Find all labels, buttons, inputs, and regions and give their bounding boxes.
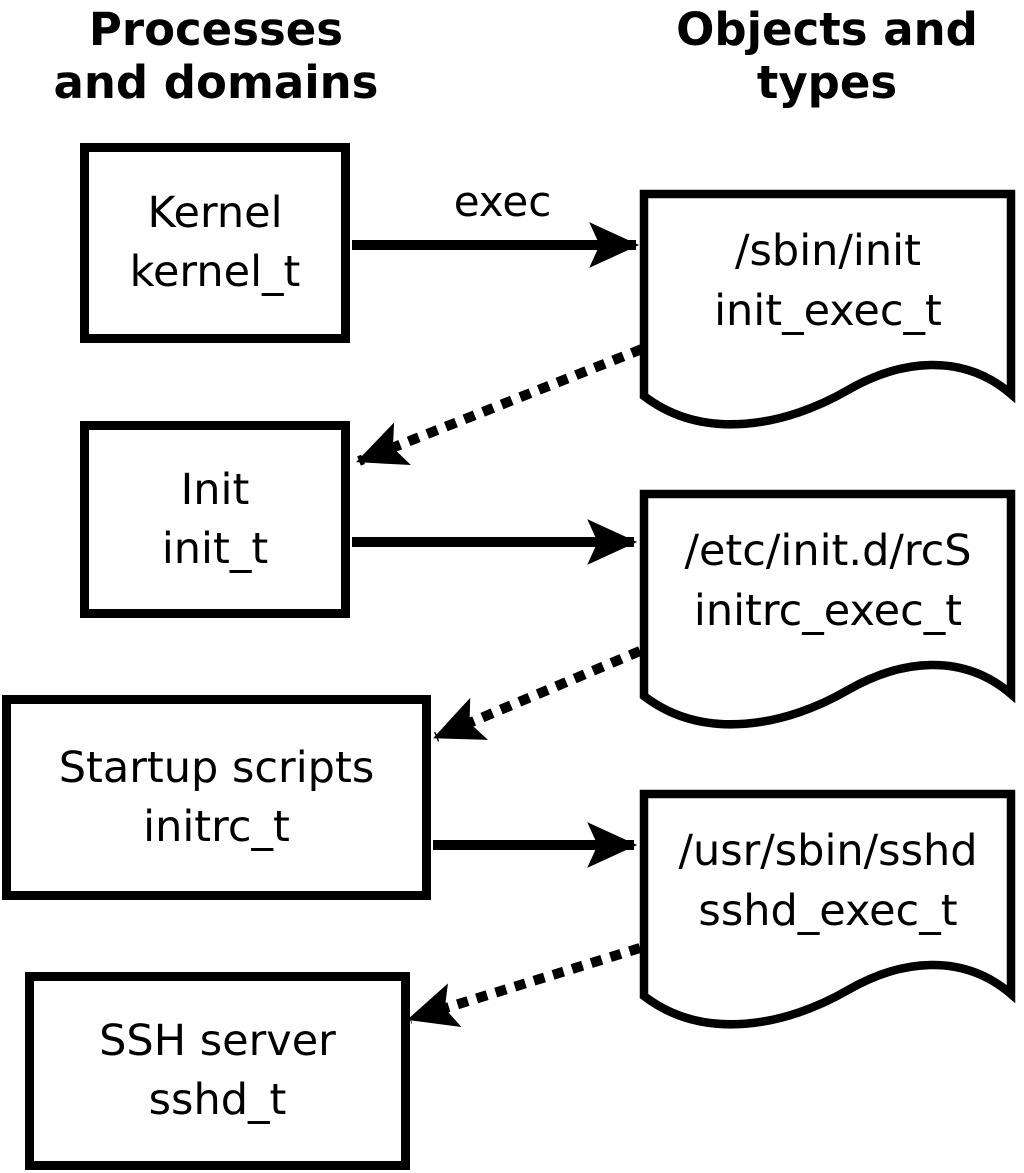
object-type: init_exec_t [714, 286, 942, 336]
process-box-kernel: Kernel kernel_t [80, 143, 350, 343]
process-box-init: Init init_t [80, 421, 350, 618]
transition-arrow-sbin-init-to-init-t [356, 344, 644, 466]
header-right-line1: Objects and [676, 3, 978, 56]
object-type: initrc_exec_t [693, 586, 963, 636]
object-label-sbin-init: /sbin/init init_exec_t [648, 221, 1008, 341]
object-label-etc-initd-rcs: /etc/init.d/rcS initrc_exec_t [648, 521, 1008, 641]
process-box-startup-scripts: Startup scripts initrc_t [2, 695, 431, 900]
transition-arrow-sshd-to-sshd-t [407, 943, 642, 1028]
process-domain: kernel_t [129, 247, 301, 297]
process-domain: initrc_t [143, 801, 290, 852]
process-box-ssh-server: SSH server sshd_t [25, 972, 410, 1170]
object-path: /usr/sbin/sshd [678, 826, 978, 876]
column-header-processes: Processes and domains [0, 3, 432, 109]
column-header-objects: Objects and types [620, 3, 1024, 109]
transition-arrow-rcs-to-initrc-t [433, 646, 642, 742]
process-domain: sshd_t [148, 1075, 287, 1125]
process-name: Init [180, 464, 250, 515]
header-left-line1: Processes [88, 3, 344, 56]
process-domain: init_t [161, 523, 269, 574]
process-name: SSH server [99, 1016, 336, 1066]
exec-arrow-label: exec [453, 177, 552, 226]
process-name: Startup scripts [58, 742, 375, 793]
object-label-usr-sbin-sshd: /usr/sbin/sshd sshd_exec_t [648, 821, 1008, 941]
object-type: sshd_exec_t [698, 886, 958, 936]
header-left-line2: and domains [53, 56, 379, 109]
process-name: Kernel [147, 188, 283, 238]
object-path: /etc/init.d/rcS [684, 526, 972, 576]
header-right-line2: types [756, 56, 898, 109]
object-path: /sbin/init [735, 226, 921, 276]
